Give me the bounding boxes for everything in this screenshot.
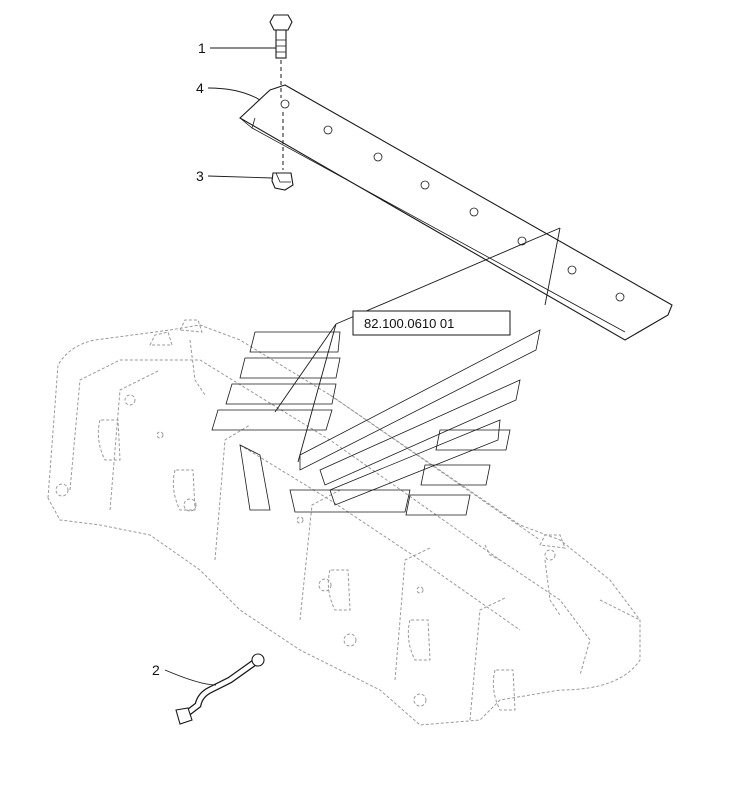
cutting-edge-blade — [239, 84, 673, 341]
wear-plate-segments — [211, 329, 541, 516]
reference-leaders — [274, 227, 561, 463]
bucket-ghost-outline — [47, 319, 641, 726]
reference-label: 82.100.0610 01 — [364, 316, 454, 331]
reference-box[interactable]: 82.100.0610 01 — [352, 310, 511, 336]
callout-3: 3 — [196, 168, 204, 184]
callout-leaders — [164, 47, 276, 686]
bolt-part — [269, 14, 293, 98]
callout-1: 1 — [198, 40, 206, 56]
callout-2: 2 — [152, 662, 160, 678]
hose-part — [175, 653, 265, 725]
nut-part — [271, 112, 294, 191]
callout-4: 4 — [196, 80, 204, 96]
